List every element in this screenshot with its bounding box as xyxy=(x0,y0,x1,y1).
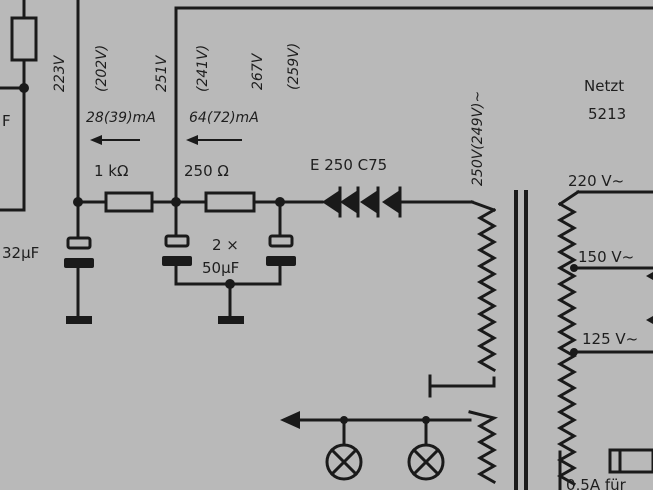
capacitor-pair-label-1: 2 × xyxy=(212,236,239,254)
current-label-1: 28(39)mA xyxy=(86,110,156,126)
transformer xyxy=(428,189,653,490)
resistor-250-label: 250 Ω xyxy=(184,162,229,180)
rectifier-label: E 250 C75 xyxy=(310,156,387,174)
current-label-2: 64(72)mA xyxy=(189,110,259,126)
capacitor-2x50uf xyxy=(162,200,296,324)
resistor-1k-label: 1 kΩ xyxy=(94,162,128,180)
voltage-202: (202V) xyxy=(94,45,110,92)
left-partial-circuit: F xyxy=(0,0,38,212)
tap-220-label: 220 V~ xyxy=(568,172,624,190)
lamp-icon xyxy=(325,443,363,481)
capacitor-32uf-label: 32µF xyxy=(2,244,39,262)
tap-150-label: 150 V~ xyxy=(578,248,634,266)
resistor-250 xyxy=(204,191,256,213)
fuse-icon xyxy=(608,448,653,474)
voltage-secondary: 250V(249V)~ xyxy=(470,91,486,186)
resistor-1k xyxy=(104,191,154,213)
tap-125-label: 125 V~ xyxy=(582,330,638,348)
capacitor-32uf xyxy=(64,200,94,324)
voltage-267: 267V xyxy=(250,52,266,90)
arrow-left-icon xyxy=(90,135,140,145)
rectifier-diode-icon xyxy=(322,186,410,218)
voltage-259: (259V) xyxy=(286,43,302,90)
fuse-label: 0,5A für xyxy=(566,476,627,490)
capacitor-pair-label-2: 50µF xyxy=(202,259,239,277)
voltage-251: 251V xyxy=(154,54,170,92)
transformer-model: 5213 xyxy=(588,105,626,123)
voltage-223: 223V xyxy=(52,54,68,92)
pilot-lamp-rail xyxy=(280,411,472,446)
tap-label-f: F xyxy=(2,112,11,130)
arrow-left-icon xyxy=(186,135,242,145)
lamp-icon xyxy=(407,443,445,481)
transformer-title: Netzt xyxy=(584,77,624,95)
resistor-top-left xyxy=(10,16,38,62)
voltage-241: (241V) xyxy=(195,45,211,92)
